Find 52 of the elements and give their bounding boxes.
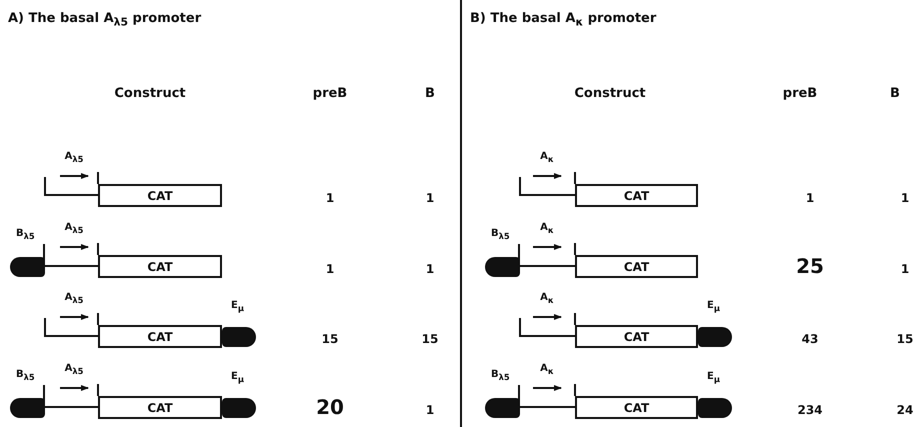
reporter-gene-box: CAT	[575, 396, 698, 419]
enhancer-label: E$_{μ}$	[707, 301, 720, 312]
column-header: preB	[312, 87, 348, 100]
column-header: Construct	[574, 87, 646, 100]
promoter-label: A$_{κ}$	[540, 364, 554, 376]
enhancer-label: E$_{μ}$	[231, 372, 244, 384]
activity-value: 1	[426, 192, 434, 204]
promoter-label: A$_{κ}$	[540, 223, 554, 234]
activity-value: 15	[422, 333, 438, 345]
reporter-gene-box: CAT	[575, 184, 698, 207]
reporter-gene-box: CAT	[98, 184, 222, 207]
activity-value: 1	[900, 263, 910, 275]
enhancer-label: B$_{λ5}$	[16, 229, 35, 240]
activity-value: 20	[316, 397, 344, 417]
panel-heading: B) The basal A$_{κ}$ promoter	[470, 12, 656, 28]
reporter-gene-box: CAT	[575, 255, 698, 278]
column-header: preB	[782, 87, 818, 100]
dna-line	[520, 406, 575, 408]
promoter-label: A$_{λ5}$	[64, 223, 84, 234]
reporter-gene-box: CAT	[98, 255, 222, 278]
dna-line	[45, 265, 98, 267]
reporter-gene-box: CAT	[98, 396, 222, 419]
column-header: B	[425, 87, 435, 100]
activity-value: 1	[426, 263, 434, 275]
activity-value: 1	[326, 192, 334, 204]
activity-value: 1	[326, 263, 334, 275]
column-header: Construct	[114, 87, 186, 100]
activity-value: 25	[796, 256, 824, 276]
activity-value: 1	[426, 404, 434, 416]
reporter-gene-box: CAT	[98, 325, 222, 348]
activity-value: 1	[900, 192, 910, 204]
promoter-label: A$_{λ5}$	[64, 364, 84, 376]
enhancer-label: B$_{λ5}$	[491, 229, 510, 240]
activity-value: 24	[896, 404, 914, 416]
enhancer-label: B$_{λ5}$	[491, 370, 510, 382]
promoter-label: A$_{λ5}$	[64, 152, 84, 164]
enhancer-label: E$_{μ}$	[231, 301, 244, 312]
enhancer-label: B$_{λ5}$	[16, 370, 35, 382]
activity-value: 15	[322, 333, 338, 345]
column-header: B	[890, 87, 900, 100]
reporter-gene-box: CAT	[575, 325, 698, 348]
activity-value: 234	[797, 404, 823, 416]
enhancer-label: E$_{μ}$	[707, 372, 720, 384]
activity-value: 1	[806, 192, 814, 204]
dna-line	[45, 406, 98, 408]
activity-value: 15	[896, 333, 914, 345]
activity-value: 43	[802, 333, 818, 345]
promoter-label: A$_{λ5}$	[64, 293, 84, 304]
panel-heading: A) The basal A$_{λ5}$ promoter	[8, 12, 202, 28]
promoter-label: A$_{κ}$	[540, 152, 554, 164]
dna-line	[520, 265, 575, 267]
promoter-label: A$_{κ}$	[540, 293, 554, 304]
